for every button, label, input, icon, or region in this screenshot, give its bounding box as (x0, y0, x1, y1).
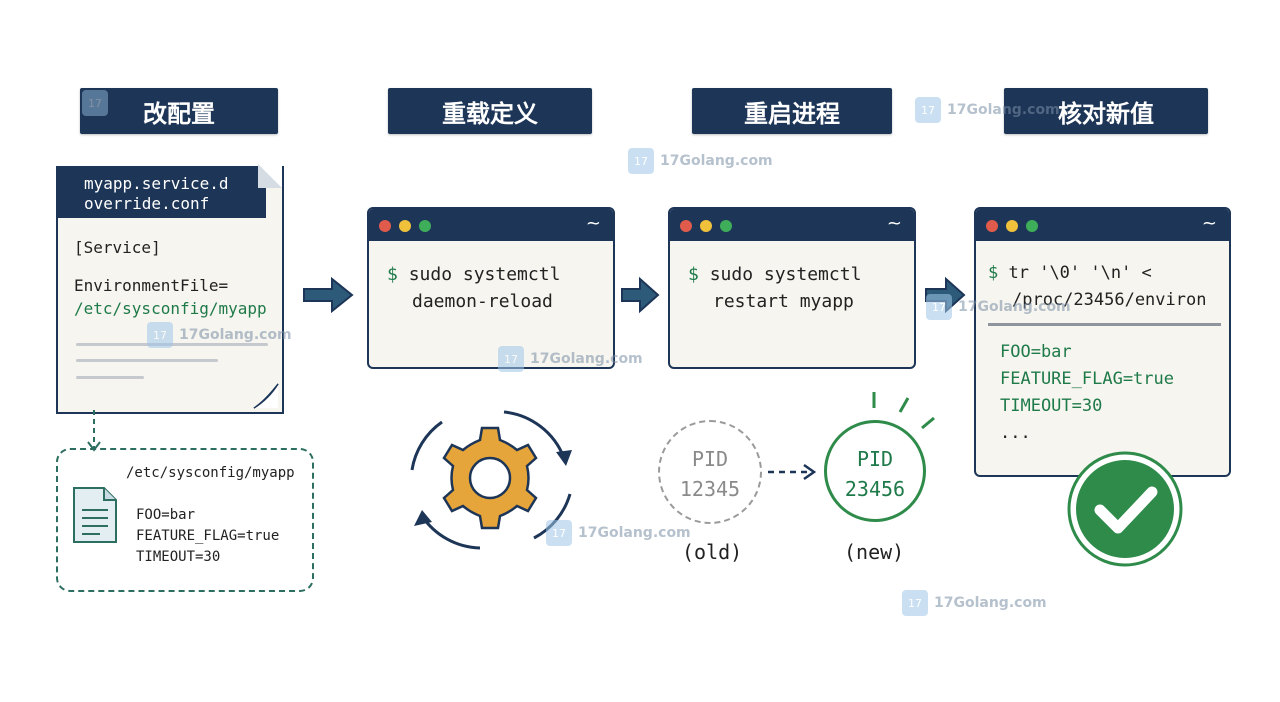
pid-number: 12345 (679, 477, 741, 501)
env-line-feature-flag: FEATURE_FLAG=true (136, 528, 280, 544)
terminal-title-bar: ~ (670, 209, 914, 241)
minimize-dot-icon (399, 220, 411, 232)
terminal-command: $ sudo systemctl restart myapp (688, 261, 861, 315)
logo-icon: 17 (902, 590, 928, 616)
watermark-text: 17Golang.com (947, 102, 1060, 118)
filename-line-1: myapp.service.d (84, 174, 229, 193)
gear-reload-icon (410, 410, 572, 550)
old-process-caption: (old) (682, 540, 743, 564)
maximize-dot-icon (720, 220, 732, 232)
output-line: ... (1000, 423, 1031, 443)
pid-number: 23456 (844, 477, 906, 501)
new-process-sparkle-icon (872, 392, 935, 430)
watermark: 17 17Golang.com (147, 322, 292, 348)
environment-file-key: EnvironmentFile= (74, 276, 229, 295)
prompt-symbol: $ (387, 264, 398, 285)
logo-icon: 17 (82, 90, 108, 116)
placeholder-line (76, 359, 218, 362)
arrow-right-icon (303, 276, 354, 314)
new-process-circle (824, 420, 926, 522)
new-process-caption: (new) (844, 540, 905, 564)
watermark: 17 17Golang.com (902, 590, 1047, 616)
document-fold-corner (258, 164, 282, 188)
placeholder-line (76, 376, 144, 379)
terminal-tilde: ~ (585, 213, 601, 234)
watermark: 17 17Golang.com (498, 346, 643, 372)
command-line-1: sudo systemctl (408, 264, 561, 285)
maximize-dot-icon (1026, 220, 1038, 232)
command-line-1: sudo systemctl (709, 264, 862, 285)
terminal-tilde: ~ (1201, 213, 1217, 234)
maximize-dot-icon (419, 220, 431, 232)
watermark-text: 17Golang.com (578, 525, 691, 541)
watermark-text: 17Golang.com (958, 299, 1071, 315)
terminal-output: FOO=bar FEATURE_FLAG=true TIMEOUT=30 ... (1000, 339, 1174, 447)
output-divider (988, 323, 1221, 326)
logo-icon: 17 (147, 322, 173, 348)
watermark-text: 17Golang.com (179, 327, 292, 343)
terminal-title-bar: ~ (976, 209, 1229, 241)
logo-icon: 17 (915, 97, 941, 123)
watermark: 17 17Golang.com (628, 148, 773, 174)
prompt-symbol: $ (988, 263, 999, 283)
close-dot-icon (680, 220, 692, 232)
file-icon (73, 487, 117, 543)
logo-icon: 17 (498, 346, 524, 372)
output-line: TIMEOUT=30 (1000, 396, 1103, 416)
env-line-timeout: TIMEOUT=30 (136, 549, 221, 565)
watermark-text: 17Golang.com (660, 153, 773, 169)
output-line: FOO=bar (1000, 342, 1072, 362)
section-header: [Service] (74, 238, 161, 257)
terminal-restart: ~ $ sudo systemctl restart myapp (668, 207, 916, 369)
logo-icon: 17 (628, 148, 654, 174)
doc-to-envfile-connector (87, 410, 101, 452)
env-file-box (56, 448, 314, 592)
command-line-1: tr '\0' '\n' < (1008, 263, 1152, 283)
logo-icon: 17 (546, 520, 572, 546)
pid-label: PID (856, 447, 894, 471)
watermark: 17 17Golang.com (546, 520, 691, 546)
close-dot-icon (986, 220, 998, 232)
watermark: 17 (82, 90, 108, 116)
document-filename: myapp.service.d override.conf (56, 166, 266, 218)
terminal-command: $ sudo systemctl daemon-reload (387, 261, 560, 315)
minimize-dot-icon (700, 220, 712, 232)
page-curl-icon (253, 383, 279, 409)
command-line-2: /proc/23456/environ (1012, 290, 1207, 310)
check-circle-icon (1067, 451, 1183, 567)
logo-icon: 17 (926, 294, 952, 320)
old-process-pid: PID 12345 (658, 444, 762, 504)
old-process-circle (658, 420, 762, 524)
step-label-edit-config: 改配置 (80, 88, 278, 134)
env-line-foo: FOO=bar (136, 507, 196, 523)
new-process-pid: PID 23456 (824, 444, 926, 504)
output-line: FEATURE_FLAG=true (1000, 369, 1174, 389)
filename-line-2: override.conf (84, 194, 210, 213)
terminal-command: $ tr '\0' '\n' < /proc/23456/environ (988, 260, 1206, 314)
watermark: 17 17Golang.com (915, 97, 1060, 123)
terminal-title-bar: ~ (369, 209, 613, 241)
step-label-restart: 重启进程 (692, 88, 892, 134)
step-label-verify: 核对新值 (1004, 88, 1208, 134)
dashed-arrow-right-icon (768, 463, 817, 481)
minimize-dot-icon (1006, 220, 1018, 232)
prompt-symbol: $ (688, 264, 699, 285)
step-label-reload: 重载定义 (388, 88, 592, 134)
watermark-text: 17Golang.com (934, 595, 1047, 611)
environment-file-value: /etc/sysconfig/myapp (74, 299, 267, 318)
terminal-verify: ~ $ tr '\0' '\n' < /proc/23456/environ F… (974, 207, 1231, 477)
command-line-2: restart myapp (713, 291, 854, 312)
pid-label: PID (691, 447, 729, 471)
close-dot-icon (379, 220, 391, 232)
watermark-text: 17Golang.com (530, 351, 643, 367)
command-line-2: daemon-reload (412, 291, 553, 312)
terminal-tilde: ~ (886, 213, 902, 234)
terminal-daemon-reload: ~ $ sudo systemctl daemon-reload (367, 207, 615, 369)
env-file-path: /etc/sysconfig/myapp (126, 465, 295, 481)
watermark: 17 17Golang.com (926, 294, 1071, 320)
arrow-right-icon (621, 276, 660, 314)
